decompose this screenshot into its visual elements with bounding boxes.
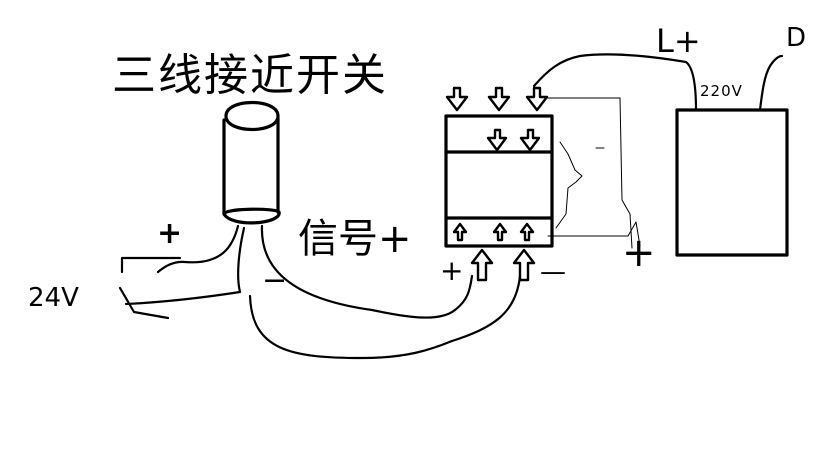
up-arrow-icon xyxy=(452,222,468,242)
relay-bottom-arrows xyxy=(470,248,536,282)
up-arrow-icon xyxy=(512,248,536,282)
diagram-title: 三线接近开关 xyxy=(112,50,388,101)
minus-label: − xyxy=(262,263,287,298)
d-label: D xyxy=(786,23,806,53)
up-arrow-icon xyxy=(519,222,535,242)
relay-module xyxy=(444,114,554,248)
up-arrow-icon xyxy=(470,248,494,282)
down-arrow-icon xyxy=(445,86,469,112)
load-device-box xyxy=(675,108,789,257)
relay-top-arrows xyxy=(445,86,549,112)
voltage-label-24v: 24V xyxy=(28,283,79,313)
relay-bottom-inner-arrows xyxy=(452,222,535,242)
signal-plus-label: 信号+ xyxy=(298,216,412,262)
proximity-switch-sensor xyxy=(222,100,281,225)
plus-label-relay: + xyxy=(440,254,463,287)
thin-sketch-wires xyxy=(547,97,641,249)
l-plus-label: L+ xyxy=(656,22,701,60)
ac-220v-label: 220V xyxy=(700,82,743,100)
plus-label-four: + xyxy=(622,230,656,276)
down-arrow-icon xyxy=(519,128,541,152)
up-arrow-icon xyxy=(492,222,508,242)
down-arrow-icon xyxy=(525,86,549,112)
down-arrow-icon xyxy=(486,128,508,152)
sensor-wires xyxy=(118,224,522,360)
plus-label-top: + xyxy=(157,216,182,251)
d-wire xyxy=(758,54,784,112)
down-arrow-icon xyxy=(487,86,511,112)
relay-inner-arrows xyxy=(486,128,541,152)
minus-label-relay: — xyxy=(540,257,566,287)
l-plus-wire xyxy=(532,53,698,112)
